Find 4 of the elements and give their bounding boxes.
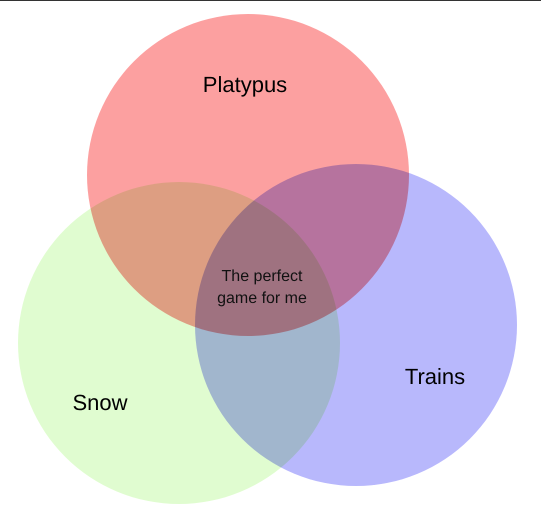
set-label: Platypus [202,72,288,98]
intersection-label: The perfect game for me [216,267,308,309]
set-label: Trains [404,364,466,390]
set-label: Snow [72,390,128,416]
